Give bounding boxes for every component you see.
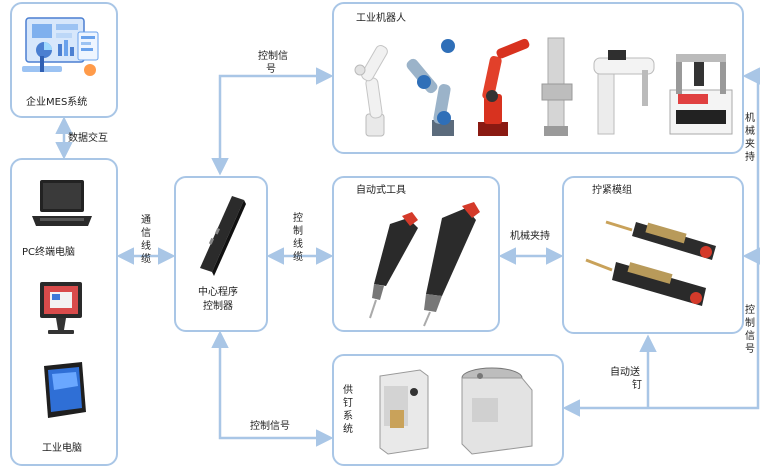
mes-dashboard-illustration <box>22 17 99 76</box>
feeder-label: 供钉系统 <box>343 385 353 435</box>
screwdriver-small <box>369 212 418 319</box>
tightening-unit-upper <box>605 220 716 260</box>
mech-clamp-v-label: 机械夹持 <box>745 113 755 163</box>
ctrl-signal-bottom-label: 控制信号 <box>250 421 290 432</box>
tighten-label: 拧紧模组 <box>592 185 632 196</box>
pc-label: PC终端电脑 <box>22 247 76 258</box>
auto-feed-label-line1: 自动送 <box>610 367 640 378</box>
robot-arms-illustration <box>354 37 733 137</box>
mech-clamp-h-label: 机械夹持 <box>510 231 550 242</box>
ctrl-cable-label: 控制线缆 <box>293 213 303 263</box>
screwdriver-large <box>423 202 480 327</box>
screwdriver-tools-illustration <box>369 202 480 327</box>
feeder-unit-right <box>461 367 533 455</box>
comm-line-label: 通信线缆 <box>141 215 151 265</box>
robots-label: 工业机器人 <box>356 13 406 24</box>
linear-axis-robot <box>541 37 573 136</box>
mes-label: 企业MES系统 <box>26 97 88 108</box>
ctrl-signal-top-label-line2: 号 <box>266 64 276 75</box>
controller-label-line2: 控制器 <box>203 301 233 312</box>
ctrl-signal-right-label: 控制信号 <box>745 305 755 355</box>
tighten-box <box>562 176 744 334</box>
screw-feeder-illustration <box>379 367 533 455</box>
edge-right-feeder <box>562 256 760 417</box>
edge-controller-robots <box>211 67 334 176</box>
feeder-unit-left <box>379 369 429 455</box>
edge-robots-tighten-right <box>742 67 760 265</box>
red-industrial-robot <box>478 38 530 136</box>
controller-box <box>174 176 268 332</box>
controller-label-line1: 中心程序 <box>198 287 238 298</box>
auto-feed-label-line2: 钉 <box>632 380 642 391</box>
desktop-screw-robot <box>669 54 733 135</box>
tightening-module-illustration <box>585 220 716 306</box>
touch-monitor-icon <box>40 282 82 334</box>
tightening-unit-lower <box>585 258 706 306</box>
edge-controller-feeder <box>211 330 334 447</box>
industrial-pc-icon <box>44 362 86 418</box>
tools-label: 自动式工具 <box>356 185 406 196</box>
scara-robot <box>593 50 655 135</box>
white-cobot <box>354 45 388 137</box>
data-exchange-label: 数据交互 <box>68 133 108 144</box>
ur-cobot <box>406 39 455 136</box>
laptop-icon <box>32 180 92 226</box>
ipc-label: 工业电脑 <box>42 443 82 454</box>
ctrl-signal-top-label-line1: 控制信 <box>258 51 288 62</box>
tools-box <box>332 176 500 332</box>
controller-device-illustration <box>200 196 246 276</box>
